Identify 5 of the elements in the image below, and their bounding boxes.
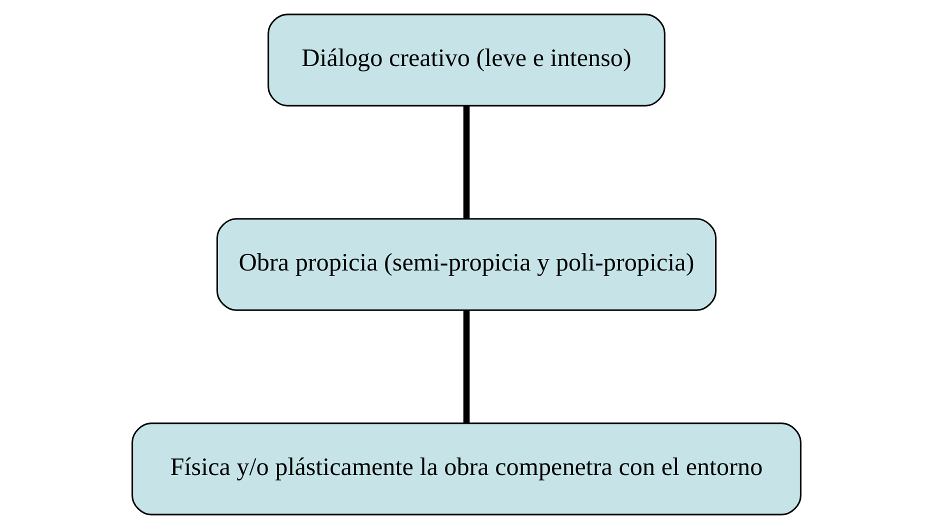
node-box: Diálogo creativo (leve e intenso): [267, 14, 665, 106]
connector: [462, 106, 470, 219]
node-box: Obra propicia (semi-propicia y poli-propicia): [216, 218, 716, 311]
connector: [462, 310, 470, 424]
node-box: Física y/o plásticamente la obra compenetra con el entorno: [131, 422, 801, 516]
